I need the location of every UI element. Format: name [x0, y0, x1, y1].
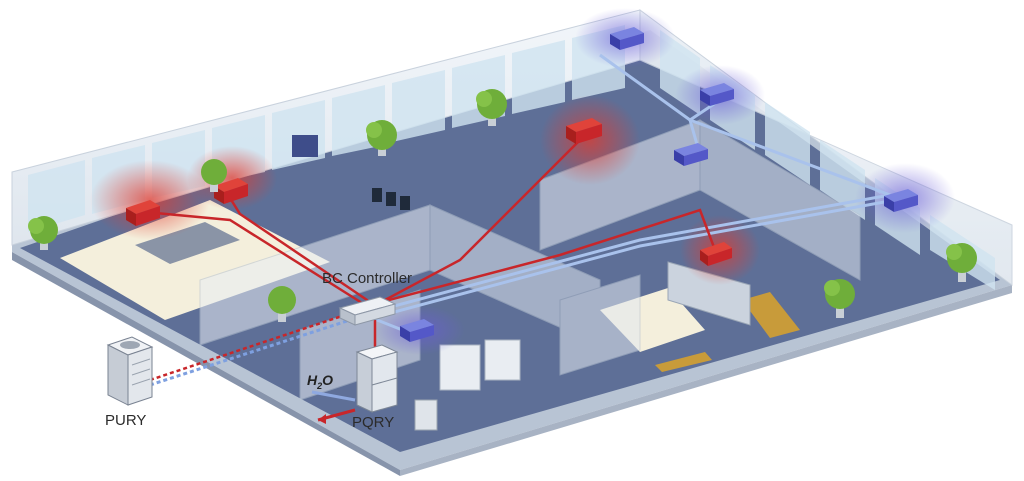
bc-controller-label: BC Controller: [322, 270, 413, 287]
plant-icon: [28, 89, 977, 322]
server-rack: [439, 344, 481, 391]
indoor-unit-heating-3: [566, 118, 602, 144]
indoor-unit-cooling-1: [610, 27, 644, 50]
plant-3: [366, 120, 397, 156]
indoor-unit-cooling-5: [400, 319, 434, 342]
indoor-unit-cooling-2: [700, 83, 734, 106]
plant-4: [476, 89, 507, 126]
h2o-label: H2O: [307, 372, 333, 391]
plant-2: [201, 159, 227, 192]
indoor-unit-icon: [126, 27, 918, 342]
indoor-unit-cooling-3: [674, 143, 708, 166]
plant-5: [268, 286, 296, 322]
h2o-label-2: 2: [317, 380, 323, 391]
water-arrows: [311, 390, 356, 424]
heating-pipes: [144, 129, 717, 382]
h2o-label-h: H: [307, 372, 318, 388]
pqry-label: PQRY: [352, 414, 395, 431]
plant-7: [946, 243, 977, 282]
indoor-unit-heating-4: [700, 242, 732, 266]
bc-controller-unit: [338, 296, 397, 326]
outdoor-unit-icon: [106, 336, 154, 406]
furniture: [135, 135, 751, 431]
wall-screen: [292, 135, 318, 157]
pury-label: PURY: [105, 412, 147, 429]
plant-6: [824, 279, 855, 318]
indoor-unit-cooling-4: [884, 189, 918, 212]
pqry-unit: [355, 344, 399, 413]
plant-1: [28, 216, 58, 250]
indoor-unit-heating-1: [126, 200, 160, 226]
h2o-label-o: O: [322, 372, 334, 388]
